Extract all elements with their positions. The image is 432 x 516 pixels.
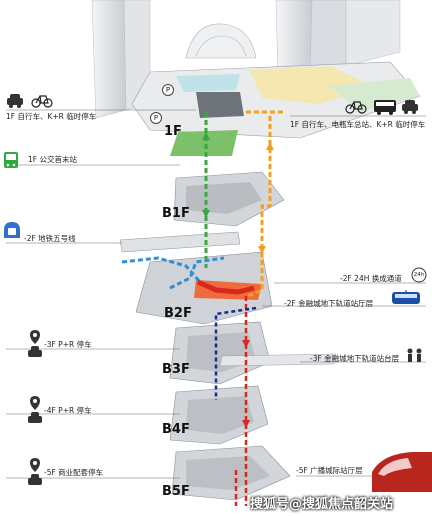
car-icon <box>402 100 418 114</box>
level-b2f: B2F <box>164 306 192 321</box>
label-2f-24h-passage: -2F 24H 换成通道 <box>340 274 402 283</box>
red-route <box>196 279 255 506</box>
floor-b5 <box>171 445 291 501</box>
location-pin-icon <box>30 458 40 472</box>
label-3f-platform: -3F 金融城地下轨道站台层 <box>310 354 400 363</box>
metro-tunnel-icon <box>4 222 20 238</box>
right-tower <box>275 0 401 79</box>
bicycle-icon <box>345 101 367 114</box>
label-2f-station-hall: -2F 金融城地下轨道站厅层 <box>284 299 374 308</box>
dome-building <box>185 23 257 59</box>
label-2f-metro-line5: -2F 地铁五号线 <box>24 234 76 243</box>
bus-icon <box>4 152 18 168</box>
level-b3f: B3F <box>162 362 190 377</box>
level-b5f: B5F <box>162 484 190 499</box>
parking-marker: P <box>162 84 174 96</box>
label-1f-bike-kr: 1F 自行车、K+R 临时停车 <box>6 112 97 121</box>
label-1f-bus-terminal: 1F 公交首末站 <box>28 155 77 164</box>
level-1f: 1F <box>164 124 182 139</box>
label-4f-pr-parking: -4F P+R 停车 <box>44 406 92 415</box>
level-b4f: B4F <box>162 422 190 437</box>
tram-icon <box>392 290 420 304</box>
bus-icon <box>374 100 396 115</box>
orange-route <box>246 110 286 298</box>
people-icon <box>407 348 422 362</box>
watermark: 搜狐号@搜狐焦点韶关站 <box>250 497 394 512</box>
floor-b2 <box>119 231 273 325</box>
label-5f-commercial-parking: -5F 商业配套停车 <box>44 468 104 477</box>
label-3f-pr-parking: -3F P+R 停车 <box>44 340 92 349</box>
car-icon <box>28 412 42 423</box>
floor-b3 <box>169 321 337 385</box>
location-pin-icon <box>30 330 40 344</box>
parking-marker: P <box>150 112 162 124</box>
blue-route <box>121 256 225 290</box>
high-speed-train-icon <box>372 452 432 492</box>
clock-24h-label: 24h <box>413 272 425 278</box>
left-tower <box>91 0 151 119</box>
car-icon <box>28 474 42 485</box>
car-icon <box>7 94 23 108</box>
green-route <box>202 112 210 268</box>
label-5f-intercity-hall: -5F 广播城际站厅层 <box>296 466 363 475</box>
clock-24h-icon <box>411 267 427 283</box>
floor-b4 <box>169 385 269 445</box>
bicycle-icon <box>31 95 53 108</box>
location-pin-icon <box>30 396 40 410</box>
floor-b1 <box>173 171 285 227</box>
ground-plaza <box>131 61 421 156</box>
label-1f-bike-ebike-kr: 1F 自行车、电瓶车总站、K+R 临时停车 <box>290 120 426 129</box>
level-b1f: B1F <box>162 206 190 221</box>
car-icon <box>28 346 42 357</box>
